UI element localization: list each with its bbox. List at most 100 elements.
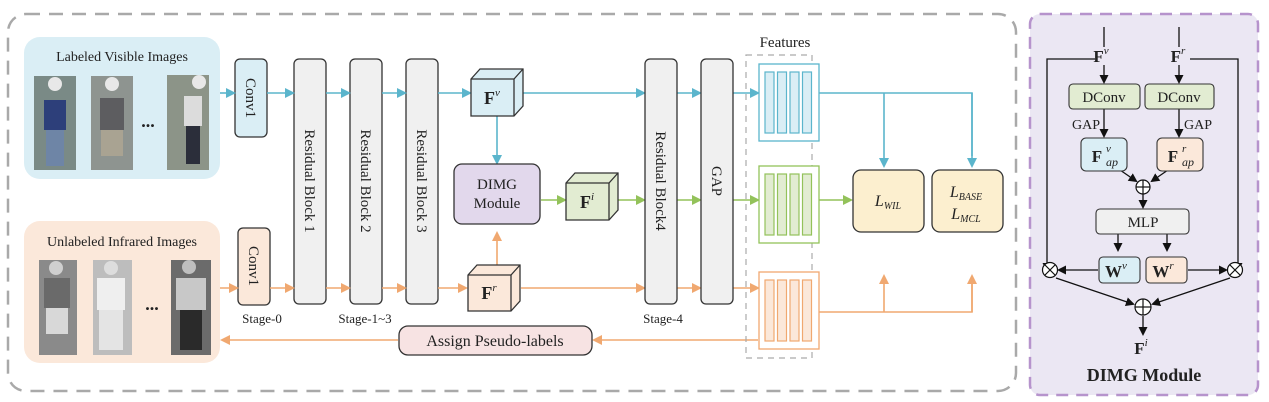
svg-text:LWIL: LWIL bbox=[874, 193, 902, 212]
gap-label-visible: GAP bbox=[1072, 118, 1100, 133]
loss-base-base: L bbox=[949, 184, 959, 201]
conv1-infrared-label: Conv1 bbox=[245, 246, 261, 286]
infrared-input-title: Unlabeled Infrared Images bbox=[47, 235, 197, 250]
multiply-op-right-icon bbox=[1226, 261, 1244, 279]
residual-block-1-label: Residual Block 1 bbox=[301, 129, 317, 232]
feature-cube-fused: Fi bbox=[565, 172, 619, 221]
fv-base: F bbox=[484, 88, 495, 108]
conv1-visible-label: Conv1 bbox=[242, 78, 258, 118]
svg-text:Fv: Fv bbox=[484, 87, 500, 108]
loss-wil-box: LWIL bbox=[852, 169, 925, 233]
stage-1-3-label: Stage-1~3 bbox=[338, 311, 391, 326]
dimg-output-base: F bbox=[1134, 339, 1144, 358]
gap-block-label: GAP bbox=[708, 166, 724, 196]
dimg-module-title: DIMG Module bbox=[1087, 365, 1202, 385]
visible-input-group: Labeled Visible Images ... bbox=[24, 37, 220, 179]
w-r-sup: r bbox=[1169, 260, 1174, 272]
dimg-input-fv-base: F bbox=[1093, 47, 1103, 66]
dconv-visible-box: DConv bbox=[1068, 83, 1141, 110]
feature-channel bbox=[801, 279, 813, 342]
feature-channel bbox=[801, 71, 813, 134]
features-title: Features bbox=[760, 35, 811, 51]
fap-infrared-box: F r ap bbox=[1156, 137, 1204, 172]
w-v-base: W bbox=[1105, 262, 1122, 281]
fap-visible-box: F v ap bbox=[1080, 137, 1128, 172]
dconv-infrared-label: DConv bbox=[1157, 90, 1201, 106]
loss-wil-sub: WIL bbox=[884, 201, 902, 212]
svg-text:Fv: Fv bbox=[1093, 45, 1108, 66]
feature-channel bbox=[764, 71, 775, 134]
svg-text:Fi: Fi bbox=[580, 191, 594, 212]
infrared-person-image bbox=[93, 260, 132, 355]
loss-wil-base: L bbox=[874, 193, 884, 210]
feature-vector-infrared bbox=[758, 271, 820, 350]
w-v-sup: v bbox=[1122, 260, 1127, 272]
stage-0-label: Stage-0 bbox=[242, 311, 282, 326]
residual-block-1: Residual Block 1 bbox=[293, 58, 327, 305]
svg-text:Fi: Fi bbox=[1134, 337, 1147, 358]
w-r-base: W bbox=[1152, 262, 1169, 281]
feature-channel bbox=[789, 71, 800, 134]
infrared-input-group: Unlabeled Infrared Images ... bbox=[24, 221, 220, 363]
residual-block-3-label: Residual Block 3 bbox=[413, 129, 429, 232]
feature-channel bbox=[764, 279, 775, 342]
visible-ellipsis: ... bbox=[141, 111, 155, 131]
mlp-label: MLP bbox=[1128, 215, 1159, 231]
fi-sup: i bbox=[591, 191, 594, 203]
dimg-module-lines bbox=[1042, 27, 1243, 336]
features-panel bbox=[745, 54, 813, 359]
add-op-output-icon bbox=[1134, 298, 1152, 316]
dimg-box-line2: Module bbox=[474, 196, 521, 212]
feature-cube-infrared: Fr bbox=[467, 264, 521, 312]
multiply-op-left-icon bbox=[1041, 261, 1059, 279]
feature-channel bbox=[776, 279, 788, 342]
fv-sup: v bbox=[495, 87, 500, 99]
loss-base-mcl-box: LBASE LMCL bbox=[931, 169, 1004, 233]
visible-input-title: Labeled Visible Images bbox=[56, 50, 188, 65]
conv1-visible-box: Conv1 bbox=[234, 58, 268, 138]
fap-v-base: F bbox=[1092, 147, 1102, 166]
svg-text:Wr: Wr bbox=[1152, 260, 1174, 281]
feature-channel bbox=[789, 173, 800, 236]
fap-r-sub: ap bbox=[1182, 155, 1194, 169]
fap-r-sup: r bbox=[1182, 143, 1187, 155]
svg-text:F: F bbox=[1092, 147, 1102, 166]
mlp-box: MLP bbox=[1095, 208, 1190, 235]
feature-channel bbox=[789, 279, 800, 342]
fap-v-sub: ap bbox=[1106, 155, 1118, 169]
fr-sup: r bbox=[492, 282, 497, 294]
weight-infrared-box: Wr bbox=[1145, 256, 1188, 284]
visible-flow-arrows bbox=[220, 88, 977, 168]
feature-channel bbox=[801, 173, 813, 236]
gap-block: GAP bbox=[700, 58, 734, 305]
pipeline-panel bbox=[6, 12, 1018, 393]
svg-text:Wv: Wv bbox=[1105, 260, 1127, 281]
dimg-box-line1: DIMG bbox=[477, 177, 517, 193]
svg-text:Fr: Fr bbox=[481, 282, 497, 303]
loss-mcl-base: L bbox=[950, 206, 960, 223]
dconv-infrared-box: DConv bbox=[1144, 83, 1215, 110]
weight-visible-box: Wv bbox=[1098, 256, 1141, 284]
visible-person-image bbox=[34, 76, 76, 170]
visible-person-image bbox=[167, 75, 209, 170]
svg-text:F: F bbox=[1168, 147, 1178, 166]
infrared-person-image bbox=[39, 260, 77, 355]
assign-pseudo-labels-box: Assign Pseudo-labels bbox=[398, 325, 593, 356]
residual-block-2: Residual Block 2 bbox=[349, 58, 383, 305]
feature-vector-visible bbox=[758, 63, 820, 142]
fap-r-base: F bbox=[1168, 147, 1178, 166]
residual-block-4-label: Residual Block4 bbox=[652, 131, 668, 231]
infrared-ellipsis: ... bbox=[145, 294, 159, 314]
svg-text:Fr: Fr bbox=[1171, 45, 1186, 66]
fi-base: F bbox=[580, 192, 591, 212]
conv1-infrared-box: Conv1 bbox=[237, 227, 271, 306]
dimg-input-fr-sup: r bbox=[1181, 45, 1186, 57]
gap-label-infrared: GAP bbox=[1184, 118, 1212, 133]
feature-cube-visible: Fv bbox=[470, 68, 524, 117]
fr-base: F bbox=[481, 283, 492, 303]
add-op-icon bbox=[1135, 179, 1151, 195]
loss-mcl-sub: MCL bbox=[959, 214, 981, 225]
stage-4-label: Stage-4 bbox=[643, 311, 683, 326]
visible-person-image bbox=[91, 76, 133, 170]
